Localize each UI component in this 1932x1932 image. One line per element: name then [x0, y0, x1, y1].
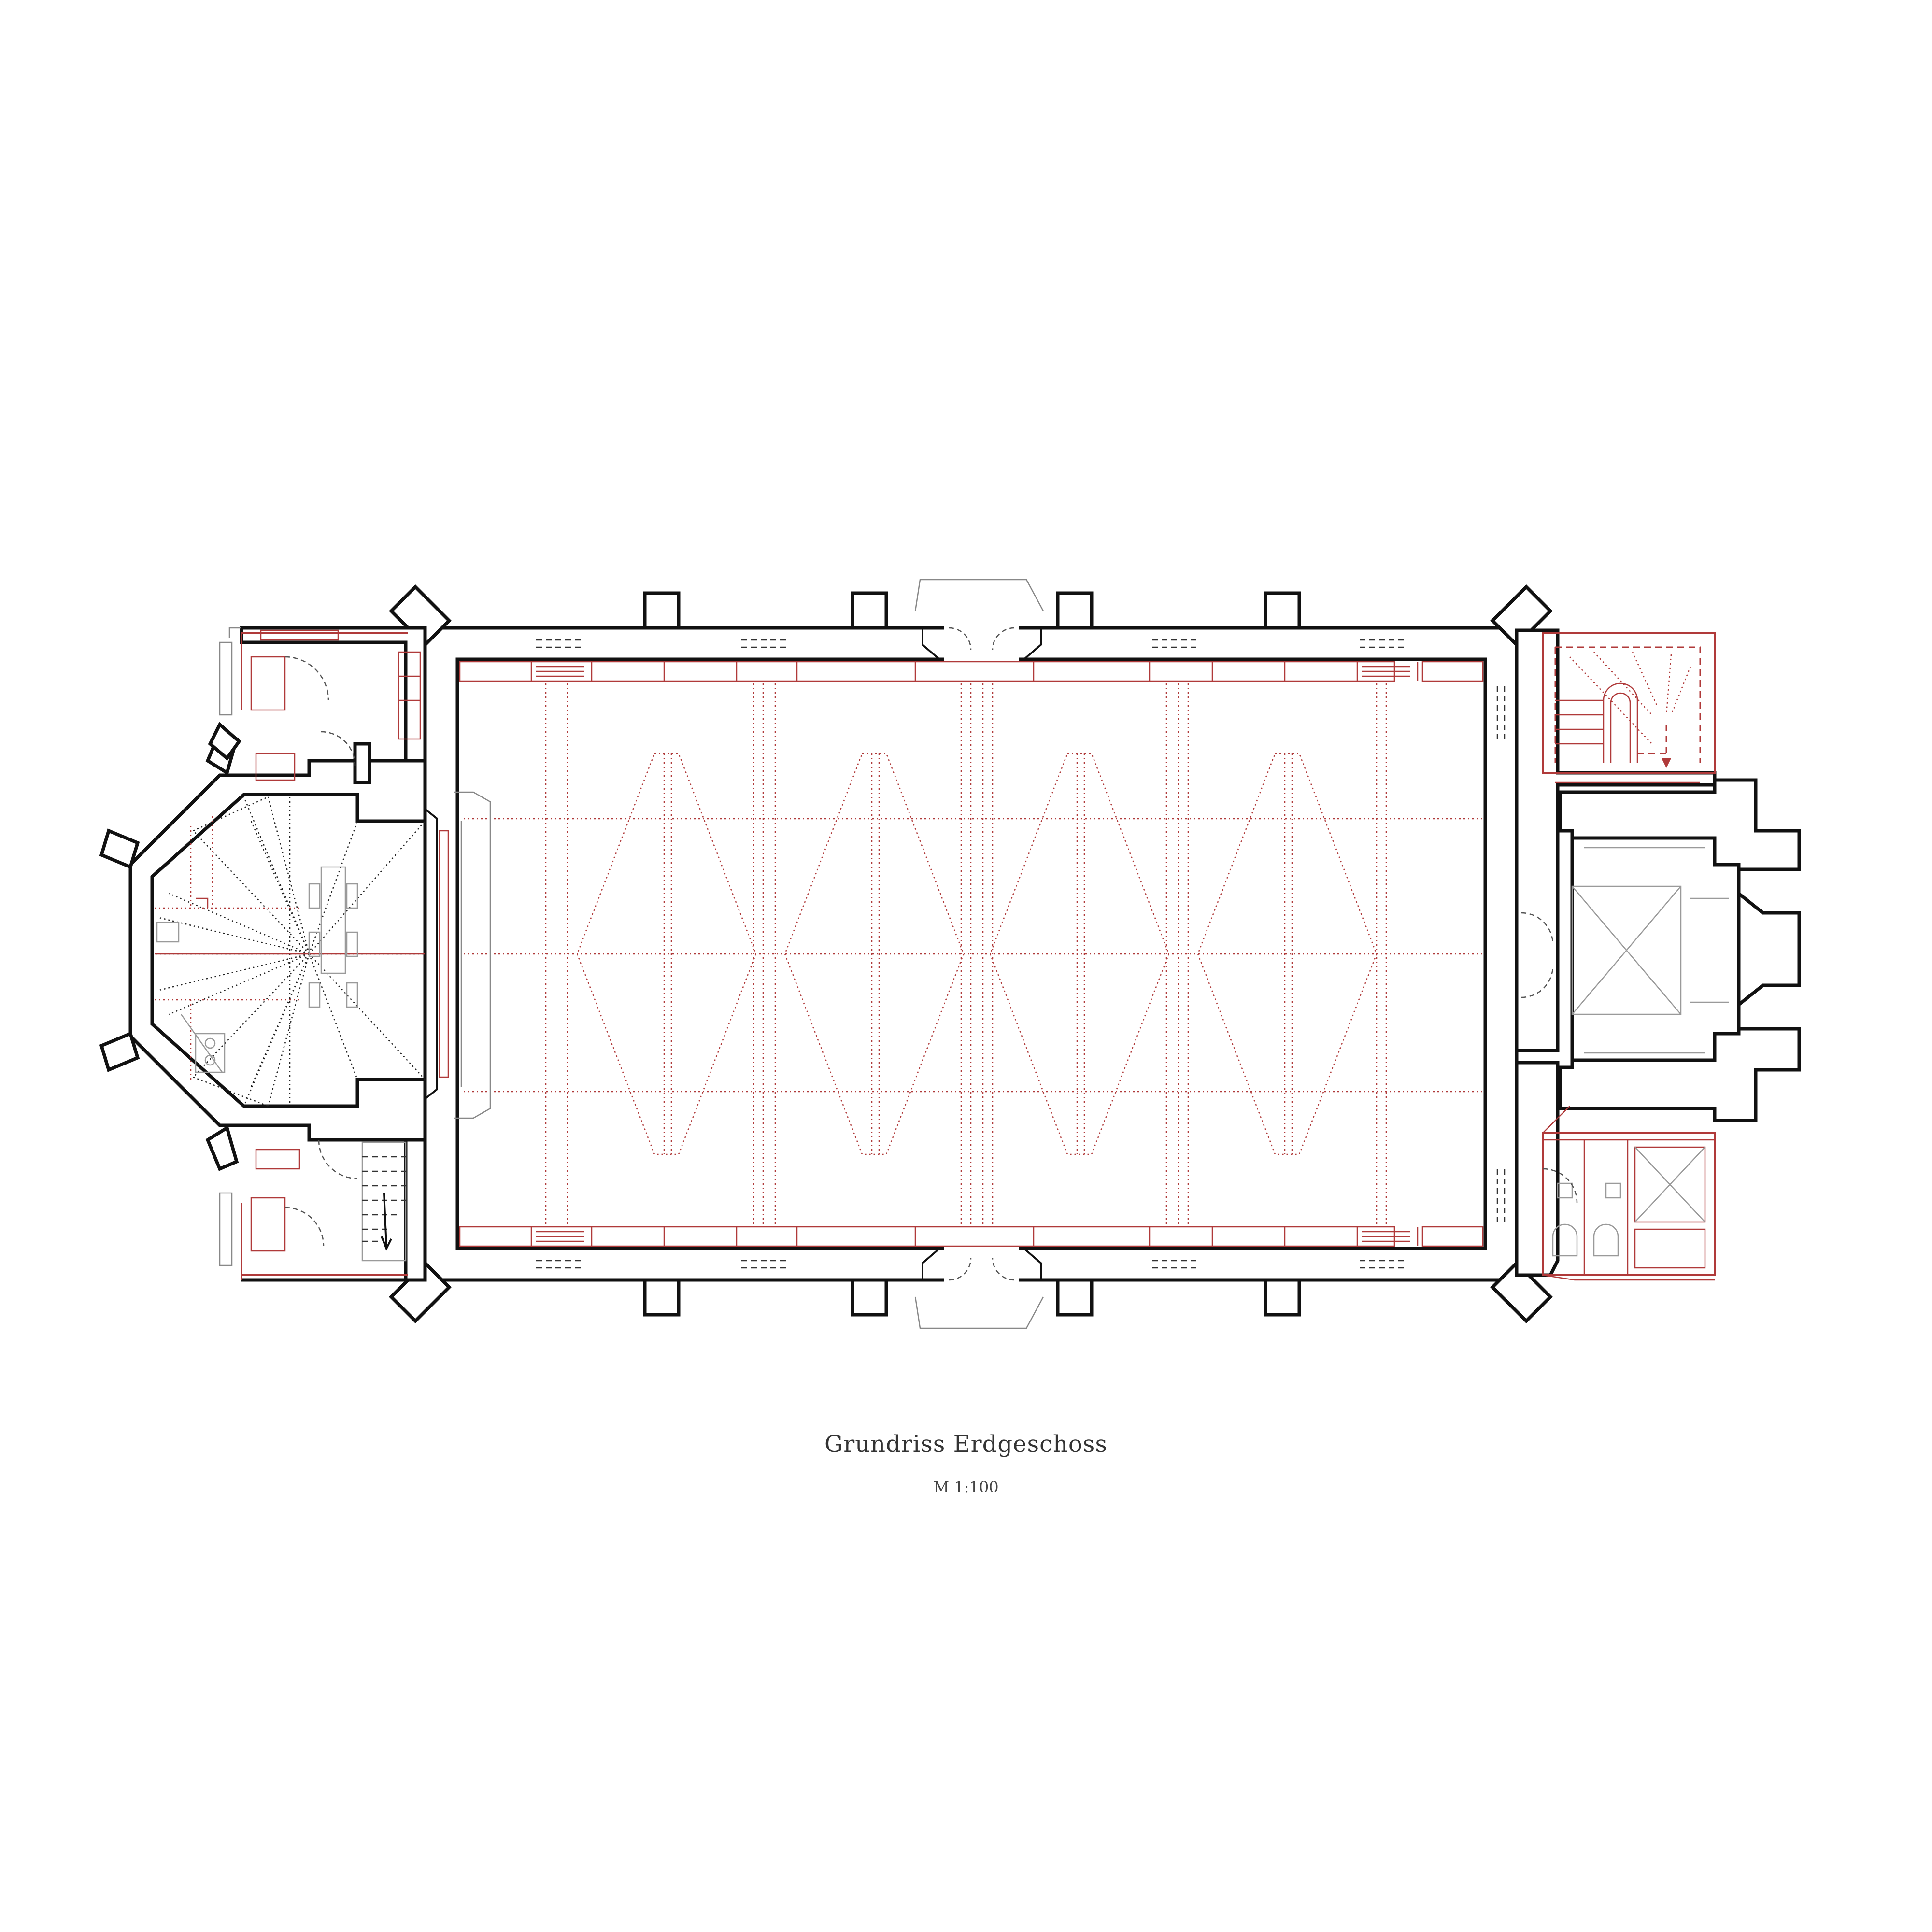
nave-windows — [536, 639, 1506, 1269]
apse-walls — [128, 759, 427, 1142]
porch-bottom — [914, 1296, 1044, 1329]
dining-table — [308, 866, 358, 1008]
tower-lower-walls — [1515, 1061, 1560, 1277]
corner-buttresses — [389, 584, 1553, 1323]
stair-west — [361, 1141, 407, 1262]
side-buttresses-top — [643, 591, 1301, 630]
west-room-bottom-walls — [242, 1138, 427, 1282]
apse-red-lines — [155, 816, 425, 1082]
tower-cross-base — [1558, 778, 1801, 1122]
drawing-scale: M 1:100 — [933, 1478, 999, 1496]
side-buttresses-bottom — [643, 1278, 1301, 1317]
drawing-title: Grundriss Erdgeschoss — [824, 1431, 1108, 1458]
radiators — [536, 666, 1410, 1242]
apse-vault-ribs — [155, 796, 426, 1107]
nave-floor-grid — [464, 683, 1483, 1224]
apse-fixtures — [156, 922, 226, 1073]
center-entrances — [914, 579, 1044, 1329]
west-partition — [424, 791, 491, 1119]
east-rooms — [1521, 632, 1716, 1281]
west-room-bottom — [219, 1139, 408, 1280]
west-room-top-walls — [240, 626, 427, 763]
apse-interior — [155, 796, 426, 1107]
east-bathrooms — [1542, 1106, 1716, 1281]
vault-diamonds — [576, 753, 1378, 1155]
tower-walls — [1515, 628, 1717, 1052]
nave-interior — [424, 639, 1506, 1269]
apse-buttresses — [99, 729, 239, 1171]
east-staircase — [1542, 632, 1716, 783]
tower-inner-square — [1571, 885, 1682, 1015]
porch-top — [914, 579, 1044, 611]
west-room-top — [208, 627, 421, 781]
existing-walls — [99, 579, 1801, 1329]
west-rooms — [208, 627, 421, 1280]
wall-cabinets-top — [459, 661, 1419, 682]
tower-door — [1521, 912, 1554, 998]
apse-pier-top — [353, 742, 371, 784]
